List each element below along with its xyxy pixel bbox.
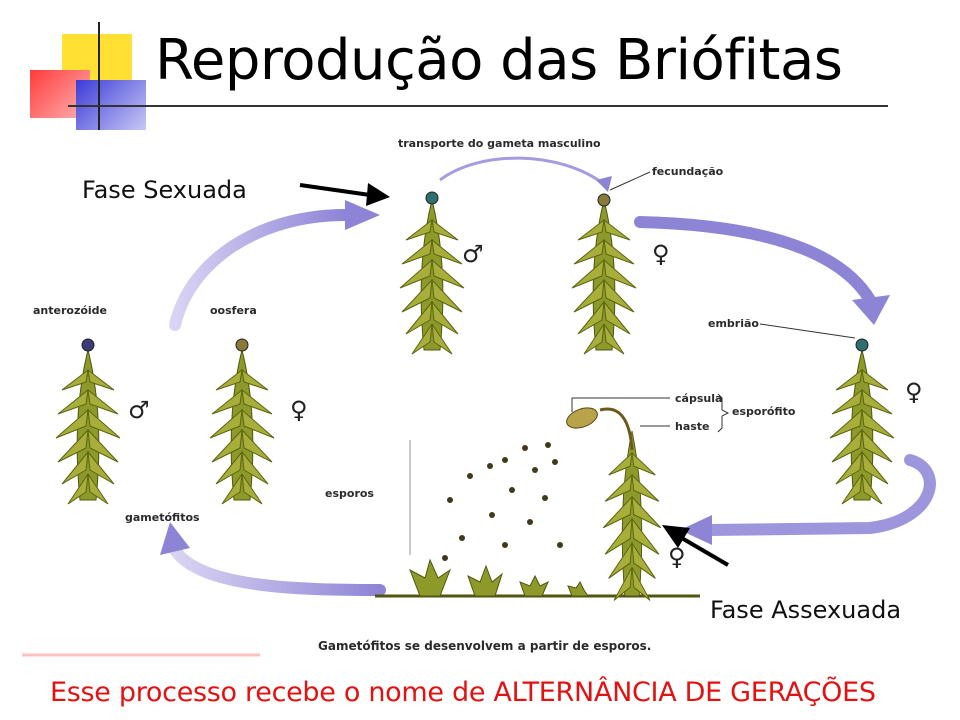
symbol-female-left: ♀ bbox=[290, 396, 308, 424]
label-capsule: cápsula bbox=[675, 392, 722, 405]
footer-note: Esse processo recebe o nome de ALTERNÂNC… bbox=[50, 677, 876, 708]
label-spores: esporos bbox=[325, 487, 374, 500]
pointer-arrow-sexual bbox=[299, 183, 371, 197]
cycle-arrowhead-bottom-left bbox=[160, 522, 190, 555]
corner-vertical-line bbox=[98, 22, 100, 130]
slide-title: Reprodução das Briófitas bbox=[155, 28, 843, 93]
cycle-arrowhead-top-left bbox=[345, 200, 380, 230]
plant-left-male bbox=[55, 349, 121, 505]
cycle-arrow-top-right bbox=[634, 216, 876, 306]
cycle-arrowhead-right-bottom bbox=[680, 515, 712, 545]
plant-left-female bbox=[209, 349, 275, 505]
label-oosphere: oosfera bbox=[210, 304, 257, 317]
young-gametophytes bbox=[409, 558, 589, 597]
cycle-arrow-top-left bbox=[169, 209, 351, 331]
label-gametophytes: gametófitos bbox=[125, 511, 200, 524]
label-embryo: embrião bbox=[708, 317, 759, 330]
symbol-male-left: ♂ bbox=[128, 396, 150, 424]
phase-label-asexual: Fase Assexuada bbox=[710, 596, 902, 624]
cycle-arrowhead-top-right bbox=[852, 295, 890, 325]
label-fertilization: fecundação bbox=[652, 165, 724, 178]
plant-right-female bbox=[829, 349, 895, 505]
cycle-arrow-bottom-left bbox=[169, 544, 386, 596]
symbol-female-bottom: ♀ bbox=[668, 543, 686, 571]
transport-arrowhead bbox=[596, 176, 612, 192]
plant-top-female bbox=[571, 199, 637, 355]
sporophyte-stalk bbox=[599, 407, 634, 451]
title-underline bbox=[68, 105, 888, 107]
symbol-female-right: ♀ bbox=[905, 378, 923, 406]
spore-dots bbox=[442, 442, 563, 561]
plant-sporophyte bbox=[602, 430, 662, 601]
cycle-arrow-right-bottom bbox=[704, 454, 936, 536]
phase-label-sexual: Fase Sexuada bbox=[82, 176, 247, 204]
label-stalk: haste bbox=[675, 420, 710, 433]
transport-arc bbox=[439, 156, 606, 187]
label-antherozoid: anterozóide bbox=[33, 304, 107, 317]
sporophyte-capsule bbox=[566, 407, 598, 429]
symbol-male-top: ♂ bbox=[462, 240, 484, 268]
label-sporophyte: esporófito bbox=[732, 405, 796, 418]
pointer-arrow-asexual bbox=[678, 535, 730, 567]
bryophyte-life-cycle-figure: transporte do gameta masculino fecundaçã… bbox=[22, 137, 936, 657]
plant-top-male bbox=[399, 199, 465, 355]
label-transport: transporte do gameta masculino bbox=[398, 137, 601, 150]
symbol-female-top: ♀ bbox=[652, 240, 670, 268]
label-caption: Gametófitos se desenvolvem a partir de e… bbox=[318, 639, 651, 653]
